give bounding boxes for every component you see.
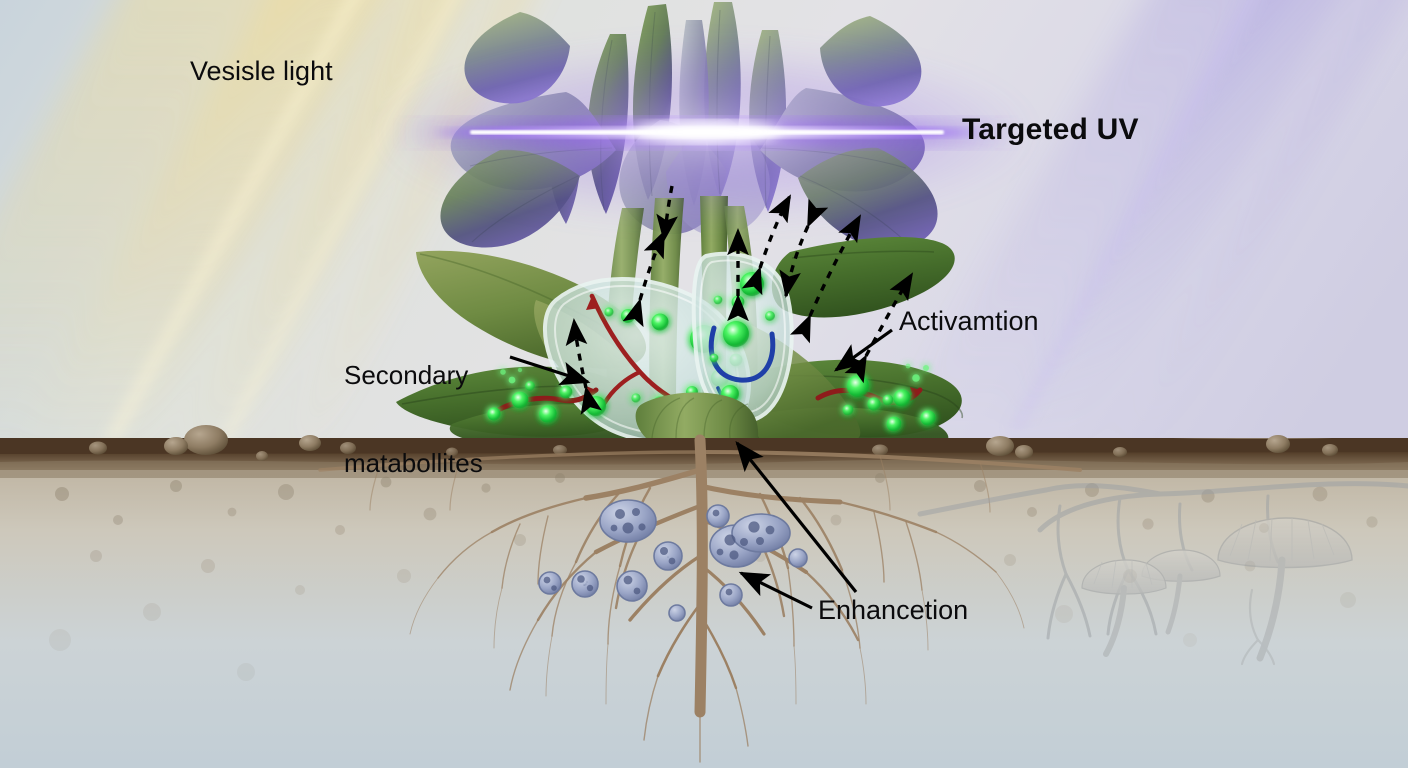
label-visible-light: Vesisle light bbox=[190, 56, 333, 86]
leader-activation bbox=[833, 328, 893, 372]
arrow-right-leaf-to-canopy bbox=[789, 214, 862, 344]
label-activation: Activamtion bbox=[899, 306, 1039, 336]
mycorrhizal-network bbox=[917, 481, 1408, 666]
root-microbes bbox=[538, 499, 808, 622]
surface-pebbles bbox=[89, 425, 1338, 461]
signal-arrows-dashed bbox=[565, 194, 914, 415]
leader-enhancement-root bbox=[738, 571, 813, 610]
label-secondary-metabolites-line2: matabollites bbox=[344, 447, 483, 478]
plant-crown bbox=[635, 392, 759, 439]
label-enhancement: Enhancetion bbox=[818, 595, 969, 625]
label-leader-arrows bbox=[509, 328, 893, 610]
label-secondary-metabolites-line1: Secondary bbox=[344, 360, 469, 391]
vesicles-right-leaf bbox=[815, 363, 936, 432]
uv-rays bbox=[885, 0, 1406, 440]
label-targeted-uv: Targeted UV bbox=[962, 113, 1139, 146]
root-system bbox=[318, 434, 1082, 763]
leader-enhancement-crown bbox=[735, 440, 858, 593]
leader-secondary-metabolites bbox=[509, 355, 591, 386]
label-secondary-metabolites: Secondary matabollites bbox=[344, 303, 483, 507]
mushrooms bbox=[1081, 517, 1353, 662]
signal-arrows-dashed-single bbox=[656, 185, 678, 243]
uv-beam bbox=[376, 41, 1036, 225]
arrow-right-leaf-signal bbox=[844, 272, 914, 384]
arrow-uv-down-left bbox=[656, 185, 678, 243]
